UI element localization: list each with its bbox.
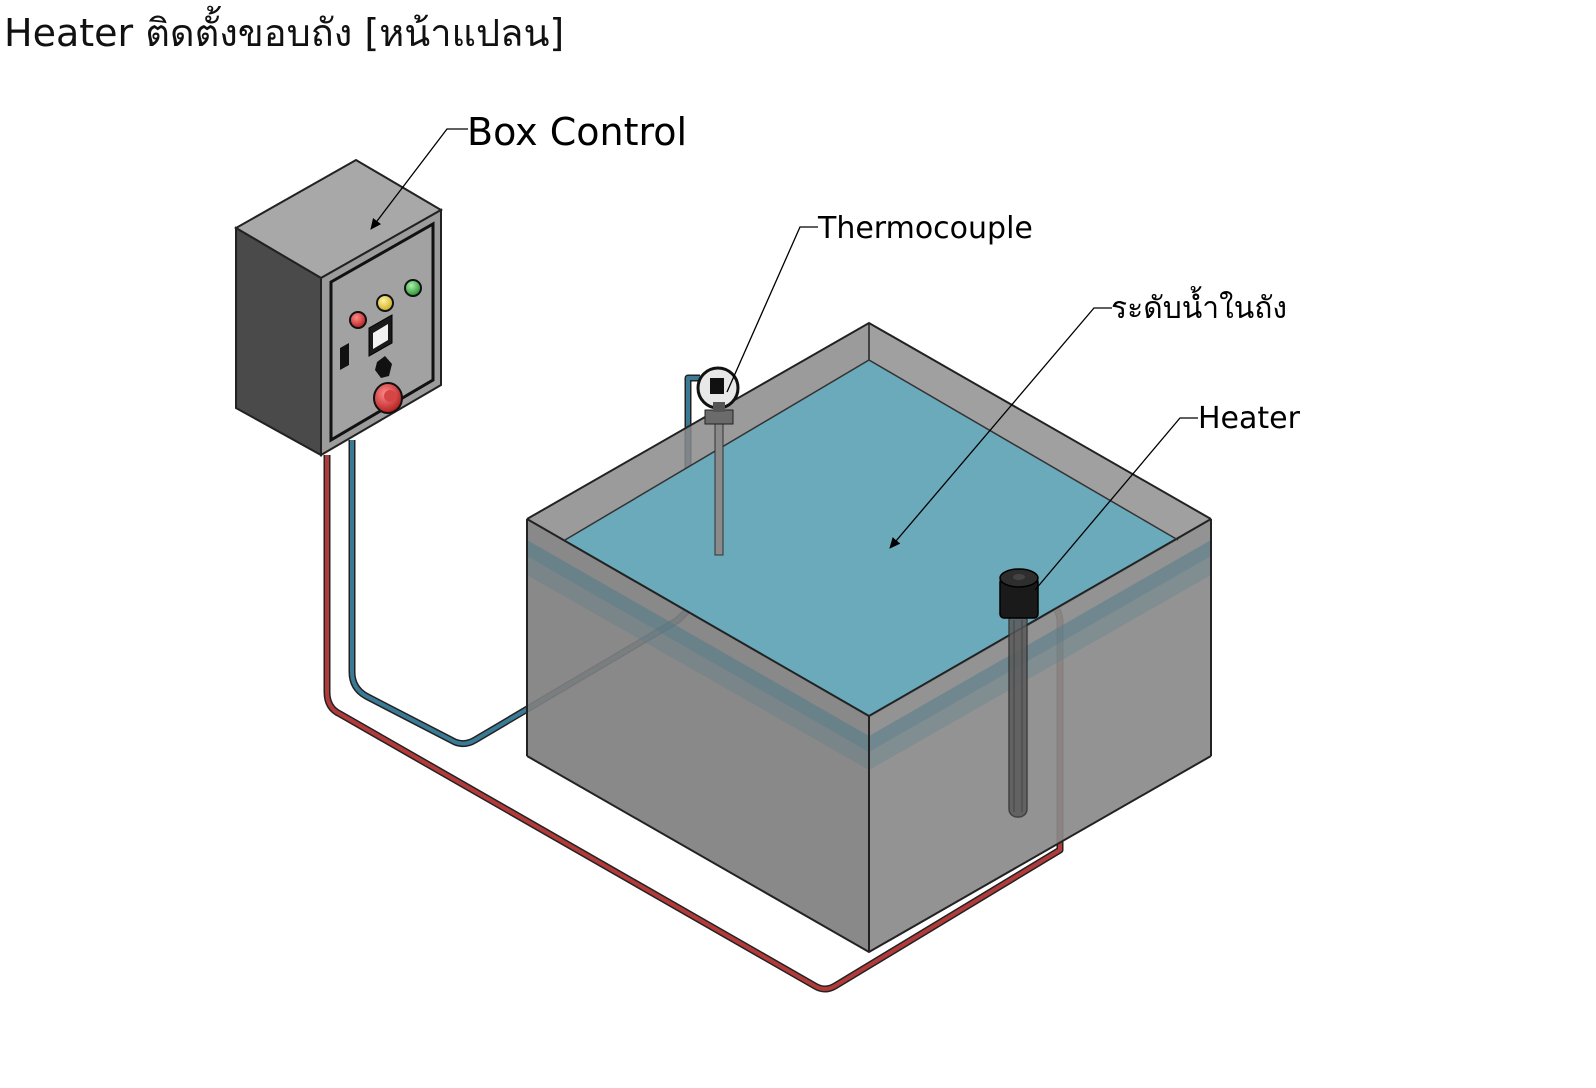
diagram-title: Heater ติดตั้งขอบถัง [หน้าแปลน] [4,11,565,55]
water-level-label: ระดับน้ำในถัง [1111,286,1287,326]
tank [526,321,1212,954]
green-indicator-lamp [404,279,422,297]
selector-knob [375,356,392,378]
thermocouple-label: Thermocouple [817,211,1033,246]
red-indicator-lamp [349,311,367,329]
immersion-heater [999,568,1039,818]
tank-front-right-wall [869,519,1211,952]
heater-label: Heater [1198,401,1301,436]
box-control-label: Box Control [467,110,687,154]
callout-water-level: ระดับน้ำในถัง [889,286,1287,549]
callout-heater: Heater [1034,401,1301,591]
tank-back-right-wall [869,323,1211,540]
yellow-indicator-lamp [376,294,394,312]
callout-box-control: Box Control [370,110,687,230]
mode-switch [340,343,349,370]
callout-thermocouple: Thermocouple [726,211,1033,393]
tank-front-left-wall [527,519,869,952]
thermocouple-probe [696,366,740,556]
box-control [234,158,443,457]
tank-back-left-wall [527,323,869,540]
